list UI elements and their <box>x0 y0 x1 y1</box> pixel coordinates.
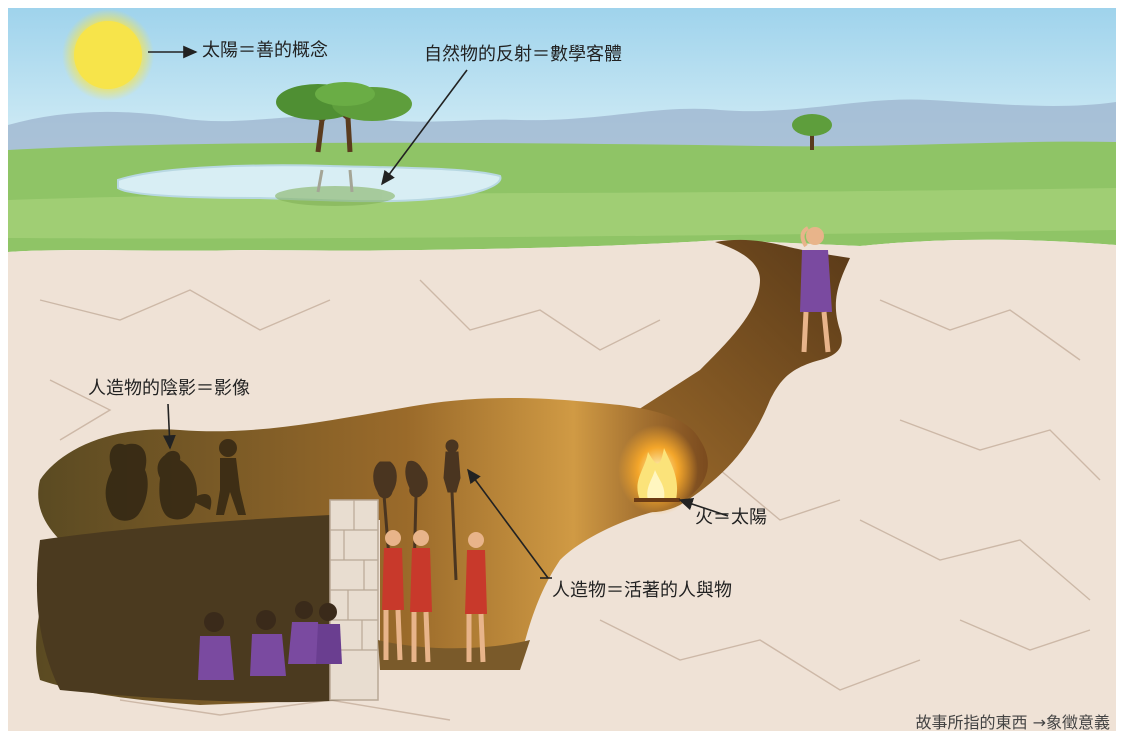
label-shadows: 人造物的陰影＝影像 <box>88 378 250 399</box>
label-fire: 火＝太陽 <box>695 507 767 528</box>
chained-prisoners <box>198 601 342 680</box>
label-reflection: 自然物的反射＝數學客體 <box>424 44 622 65</box>
label-sun: 太陽＝善的概念 <box>202 40 328 61</box>
carried-artifacts <box>373 439 461 581</box>
freed-prisoner <box>800 226 832 353</box>
tree-pair <box>276 82 412 153</box>
caption: 故事所指的東西 →象徵意義 <box>915 713 1111 732</box>
fire-icon <box>618 425 698 515</box>
wall-shadows <box>105 439 246 521</box>
annotation-arrows <box>148 45 729 579</box>
low-stone-wall <box>329 499 379 701</box>
label-artifacts: 人造物＝活著的人與物 <box>552 580 732 601</box>
pond <box>117 164 502 203</box>
artifact-bearers <box>382 530 487 663</box>
small-tree <box>792 114 832 150</box>
